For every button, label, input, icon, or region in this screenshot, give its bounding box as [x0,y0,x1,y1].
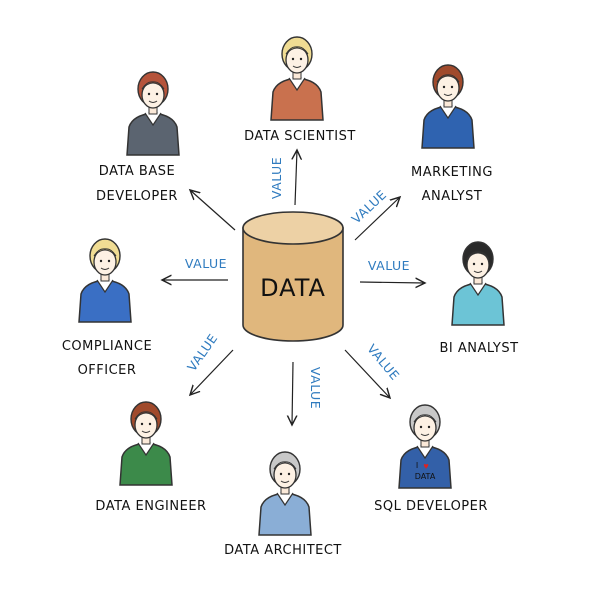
person-figure [451,241,505,326]
role-label: DATA SCIENTIST [244,129,356,144]
role-label: OFFICER [78,363,137,378]
role-data-architect: DATA ARCHITECT [224,451,342,558]
arrow-to-data-engineer [190,349,234,395]
value-label: VALUE [368,258,410,273]
collar [137,442,155,457]
role-label: BI ANALYST [439,341,518,356]
value-label: VALUE [348,187,389,227]
value-label: VALUE [185,256,227,271]
heart-icon: ♥ [423,461,428,471]
value-label: VALUE [269,157,284,199]
data-label: DATA [260,274,326,302]
role-label: COMPLIANCE [62,339,152,354]
person-figure [258,451,312,536]
roles: DATA SCIENTIST DATA BASE DEVELOPER MARKE… [62,36,518,558]
shirt-text: DATA [415,472,436,481]
person-figure [421,64,475,149]
role-database-developer: DATA BASE DEVELOPER [96,71,180,204]
person-figure [270,36,324,121]
collar [288,77,306,92]
collar [276,492,294,507]
collar [469,282,487,297]
arrow-to-data-scientist [295,150,297,206]
role-bi-analyst: BI ANALYST [439,241,518,356]
role-label: ANALYST [422,189,483,204]
arrow-to-marketing-analyst [354,197,400,241]
role-sql-developer: SQL DEVELOPER I ♥ DATA [374,404,488,514]
role-label: DATA ENGINEER [95,499,206,514]
value-label: VALUE [184,331,220,374]
arrow-to-data-architect [292,361,293,425]
arrow-to-bi-analyst [359,282,425,283]
arrow-to-database-developer [190,190,236,231]
role-label: SQL DEVELOPER [374,499,488,514]
collar [439,105,457,120]
collar [416,445,434,460]
data-cylinder: DATA [242,211,344,342]
person-figure [78,238,132,323]
arrows [162,150,425,425]
collar [96,279,114,294]
role-label: DEVELOPER [96,189,178,204]
collar [144,112,162,127]
person-figure [119,401,173,486]
role-label: MARKETING [411,165,493,180]
role-data-engineer: DATA ENGINEER [95,401,206,514]
role-data-scientist: DATA SCIENTIST [244,36,356,144]
value-label: VALUE [308,367,323,409]
role-label: DATA ARCHITECT [224,543,342,558]
role-label: DATA BASE [99,164,175,179]
person-figure [126,71,180,156]
role-compliance-officer: COMPLIANCE OFFICER [62,238,152,378]
arrow-to-sql-developer [344,349,390,398]
shirt-text: I [416,461,418,470]
role-marketing-analyst: MARKETING ANALYST [411,64,493,204]
person-figure [398,404,452,489]
